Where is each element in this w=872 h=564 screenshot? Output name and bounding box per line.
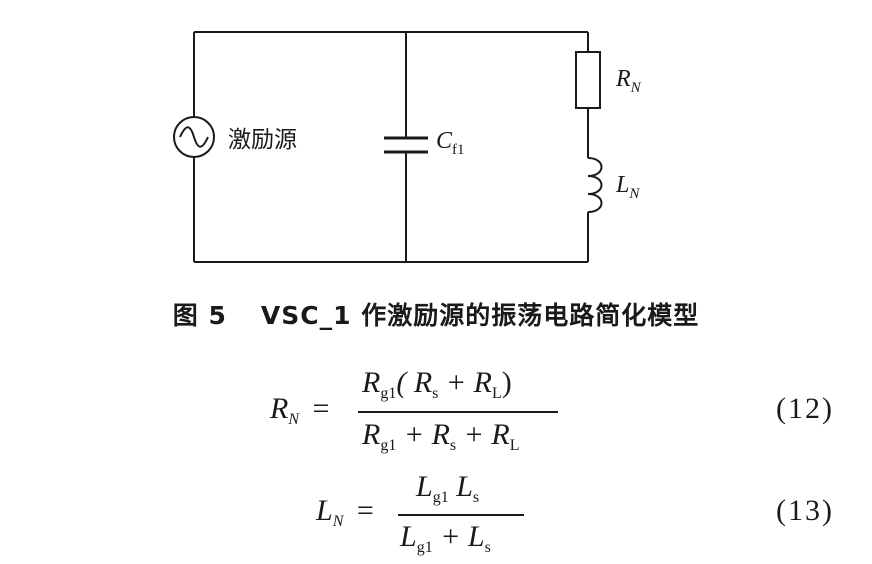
resistor-symbol: [575, 51, 601, 109]
equation-12-numerator: Rg1( Rs + RL): [362, 366, 512, 402]
capacitor-label: Cf1: [436, 128, 465, 158]
source-label: 激励源: [228, 127, 297, 153]
sine-wave-icon: [179, 126, 209, 148]
resistor-label: RN: [616, 66, 641, 96]
equation-13-number: (13): [776, 494, 834, 527]
equation-12-denominator: Rg1 + Rs + RL: [362, 418, 520, 454]
equation-12: RN =: [270, 392, 330, 428]
figure-caption: 图 5 VSC_1 作激励源的振荡电路简化模型: [0, 296, 872, 332]
equation-13-fraction-bar: [398, 514, 524, 516]
figure-number: 图 5: [172, 301, 227, 330]
ac-source-icon: [173, 116, 215, 158]
equation-12-fraction-bar: [358, 411, 558, 413]
equation-13-numerator: Lg1 Ls: [416, 470, 480, 506]
equation-13: LN =: [316, 494, 374, 530]
circuit-diagram: [173, 31, 603, 263]
inductor-coil-icon: [587, 157, 603, 213]
caption-text: VSC_1 作激励源的振荡电路简化模型: [260, 301, 700, 330]
equation-12-number: (12): [776, 392, 834, 425]
inductor-label: LN: [616, 172, 640, 202]
equation-13-denominator: Lg1 + Ls: [400, 520, 491, 556]
